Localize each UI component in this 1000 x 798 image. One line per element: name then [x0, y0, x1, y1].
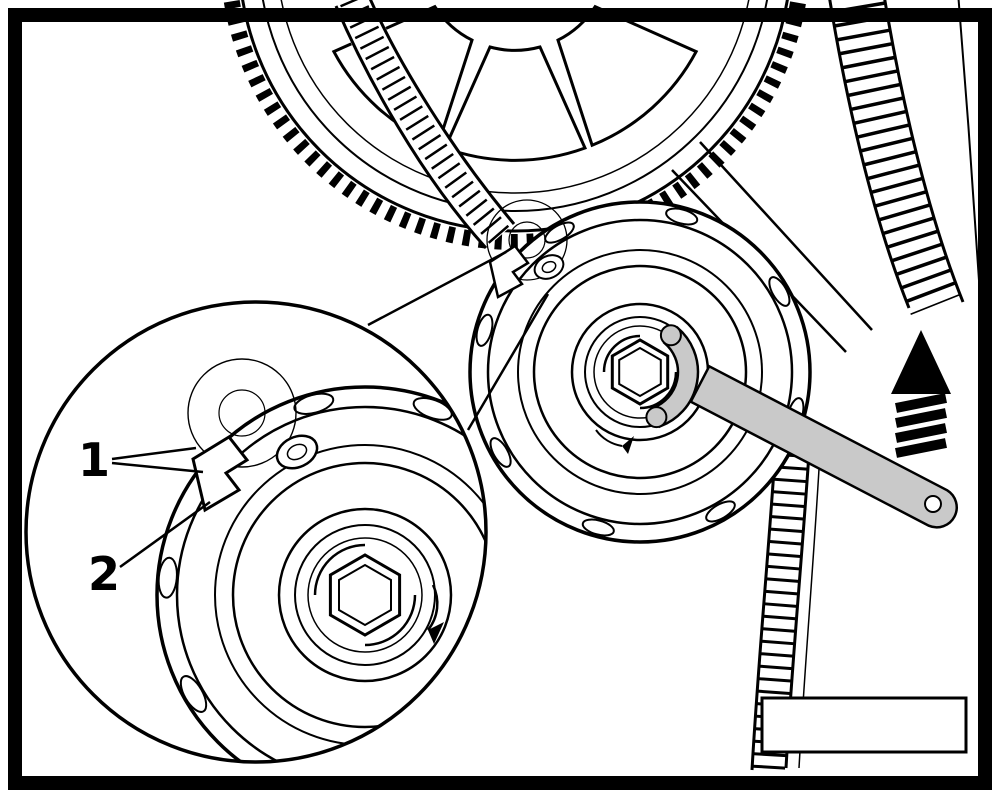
callout-2: 2 [88, 500, 211, 601]
sprocket-teeth-ring [223, 0, 807, 250]
hub-slot [602, 334, 641, 373]
inset-hex-nut-inner [338, 563, 392, 627]
tab-roller-pin-inner [541, 260, 557, 274]
belt-edge [334, 5, 488, 250]
arrow-head [891, 330, 951, 394]
wrench-pin [645, 406, 668, 429]
inset-contents [155, 358, 486, 762]
inset-roller-pin [275, 434, 319, 470]
belt-edge [828, 0, 911, 309]
belt-teeth [340, 0, 510, 245]
upward-direction-arrow [891, 330, 951, 458]
wrench-handle [689, 364, 958, 529]
sprocket-face-line [280, 0, 750, 194]
pulley-face-line [517, 249, 763, 495]
belt-teeth [829, 0, 962, 316]
inset-roller-pin-inner [286, 443, 308, 461]
callout-1: 1 [78, 433, 204, 487]
sprocket-rim-inner [261, 0, 769, 212]
mounting-ghost-outline [486, 199, 568, 281]
inset-hub-line [294, 524, 436, 666]
wrench-pin [659, 324, 682, 347]
inset-hub-inner-line [307, 537, 423, 653]
detail-inset [24, 300, 488, 764]
belt-edge [750, 454, 777, 771]
callout-1-leader-line [111, 446, 197, 461]
wrench-handle-hole [924, 495, 942, 513]
tensioner-pulley [468, 200, 812, 544]
frame-border [8, 8, 992, 790]
inset-ghost-outline [187, 358, 297, 468]
pulley-rim-inner-line [486, 218, 794, 526]
timing-belt-left-run [334, 0, 516, 250]
callout-2-label: 2 [88, 547, 120, 601]
magnifier-connector-line [466, 293, 550, 431]
inset-pointer-bracket [191, 435, 250, 513]
empty-label-box [760, 696, 968, 754]
inset-rotation-arrow-icon [428, 622, 444, 644]
inset-hub-slot [364, 594, 417, 647]
arrow-hatched-tail [895, 393, 947, 458]
belt-outer-line [957, 0, 981, 296]
inset-pulley-rim-inner-line [175, 405, 486, 762]
inset-rotation-arc [427, 584, 439, 631]
hub-slot [639, 371, 678, 410]
magnifier-connector-lines [367, 250, 550, 431]
callout-1-leader-line [111, 461, 204, 474]
inset-pulley-outer-rim [155, 385, 486, 762]
belt-tangent-line [699, 141, 873, 331]
tensioner-locating-tab [486, 199, 568, 299]
rotation-direction-arrow-icon [622, 436, 634, 454]
inset-border-circle [24, 300, 488, 764]
tab-pointer-bracket [488, 244, 530, 299]
callout-1-label: 1 [78, 433, 110, 487]
callout-2-leader-line [119, 500, 211, 569]
pin-spanner-wrench [645, 324, 958, 529]
inset-ghost-outline-inner [218, 389, 266, 437]
center-hex-nut [610, 338, 670, 406]
mounting-ghost-outline-inner [508, 221, 546, 259]
center-hex-nut-inner [618, 346, 662, 398]
tab-roller-pin [533, 254, 565, 280]
belt-edge [883, 0, 965, 303]
inset-hub-slot [313, 543, 366, 596]
timing-belt-right-run [827, 0, 981, 316]
magnifier-connector-line [367, 250, 507, 327]
rotation-direction-arc [595, 429, 623, 447]
